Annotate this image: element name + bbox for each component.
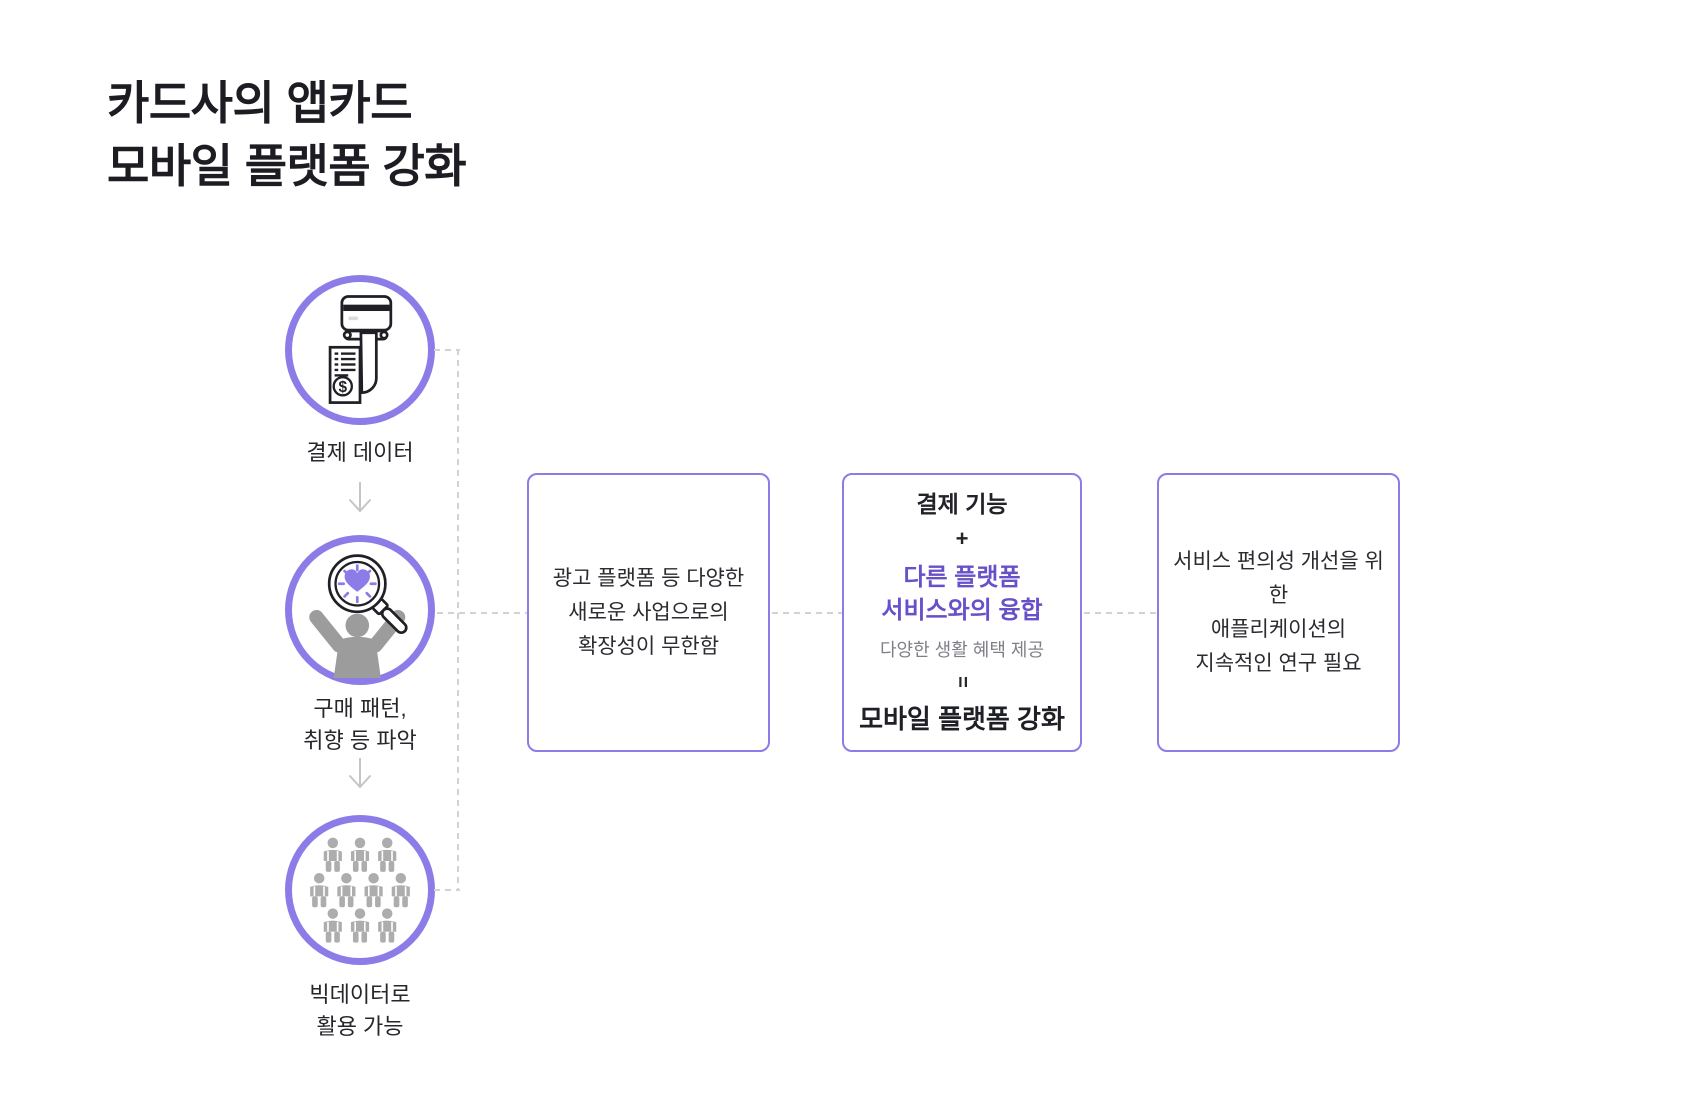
step-payment-data-circle: $ [285,275,435,425]
connector-box1-to-box2 [772,612,842,614]
step-bigdata-circle [285,815,435,965]
step-purchase-pattern-circle [285,535,435,685]
page-title: 카드사의 앱카드 모바일 플랫폼 강화 [107,72,467,198]
box-fusion-payment-function: 결제 기능 [916,491,1008,517]
svg-text:$: $ [338,379,347,396]
step-bigdata-label: 빅데이터로 활용 가능 [309,982,411,1039]
box-research-text: 서비스 편의성 개선을 위한 애플리케이션의 지속적인 연구 필요 [1173,549,1384,675]
page-title-line-2: 모바일 플랫폼 강화 [107,140,467,192]
box-fusion: 결제 기능 + 다른 플랫폼 서비스와의 융합 다양한 생활 혜택 제공 = 모… [842,473,1082,752]
chevron-down-arrow-icon [348,758,372,789]
payment-data-card-receipt-icon: $ [328,295,393,404]
connector-stub-bottom [434,889,460,891]
step-purchase-pattern-label: 구매 패턴, 취향 등 파악 [303,696,417,753]
connector-circles-to-box1 [437,612,527,614]
box-research: 서비스 편의성 개선을 위한 애플리케이션의 지속적인 연구 필요 [1157,473,1400,752]
equals-sign-rotated: = [951,676,973,688]
connector-stub-top [434,349,460,351]
connector-box2-to-box3 [1084,612,1157,614]
box-expansion-text: 광고 플랫폼 등 다양한 새로운 사업으로의 확장성이 무한함 [552,566,745,658]
box-fusion-result: 모바일 플랫폼 강화 [859,704,1065,734]
page-title-line-1: 카드사의 앱카드 [107,77,413,129]
chevron-down-arrow-icon [348,482,372,513]
plus-sign: + [955,526,969,551]
step-payment-data-label: 결제 데이터 [306,440,414,465]
box-fusion-highlight: 다른 플랫폼 서비스와의 융합 [881,564,1043,624]
purchase-pattern-magnifier-icon [309,554,408,678]
box-fusion-caption: 다양한 생활 혜택 제공 [879,640,1045,660]
bigdata-crowd-icon [310,837,410,943]
connector-vertical-line [457,349,459,891]
box-expansion: 광고 플랫폼 등 다양한 새로운 사업으로의 확장성이 무한함 [527,473,770,752]
